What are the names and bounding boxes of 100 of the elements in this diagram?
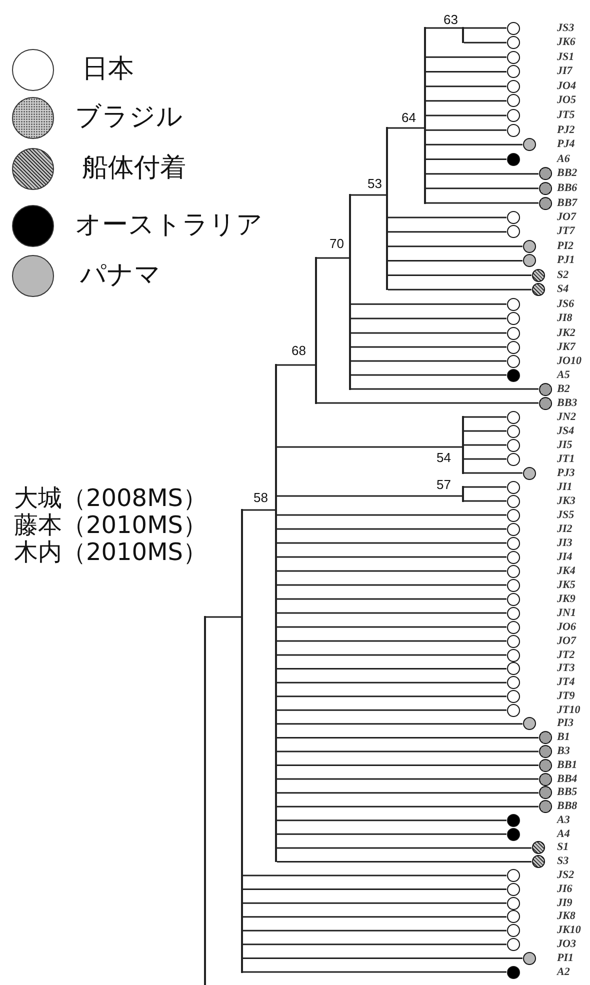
leaf-label: JO7 <box>557 210 576 224</box>
branch-line <box>426 71 506 72</box>
branch-line <box>277 542 506 544</box>
leaf-label: JO3 <box>557 938 576 951</box>
legend-label: オーストラリア <box>75 209 263 241</box>
bootstrap-value: 57 <box>436 476 451 492</box>
leaf-label: JS3 <box>557 22 574 34</box>
leaf-label: BB1 <box>557 758 578 772</box>
branch-line <box>277 612 506 614</box>
leaf-label: A6 <box>557 152 570 166</box>
branch-line <box>243 930 506 932</box>
leaf-label: BB3 <box>557 396 578 410</box>
branch-line <box>277 556 506 558</box>
leaf-label: BB5 <box>557 786 578 800</box>
branch-line <box>426 27 462 29</box>
branch-line <box>388 260 522 262</box>
leaf-label: JK5 <box>557 578 576 592</box>
branch-line <box>277 446 462 448</box>
leaf-label: JO5 <box>557 94 576 108</box>
bootstrap-value: 53 <box>368 176 382 190</box>
branch-line <box>426 56 506 58</box>
leaf-label: JS1 <box>557 50 574 64</box>
bootstrap-value: 64 <box>402 110 416 124</box>
branch-line <box>464 444 506 446</box>
leaf-label: JK7 <box>557 340 576 354</box>
leaf-label: JS2 <box>557 869 574 882</box>
branch-line <box>277 364 315 366</box>
author-note: 藤本（2010MS） <box>14 511 208 539</box>
leaf-label: B2 <box>557 382 570 396</box>
branch-line <box>277 833 506 835</box>
leaf-label: JT7 <box>557 225 575 238</box>
leaf-label: JI8 <box>557 312 572 326</box>
bootstrap-value: 68 <box>292 342 306 358</box>
branch-line <box>351 194 386 196</box>
leaf-label: JK4 <box>557 564 576 578</box>
leaf-label: JS6 <box>557 298 574 311</box>
leaf-label: JN1 <box>557 606 576 620</box>
leaf-label: JI9 <box>557 896 572 910</box>
branch-line <box>464 27 506 29</box>
branch-line <box>277 640 506 642</box>
leaf-label: B3 <box>557 744 570 758</box>
branch-line <box>464 458 506 460</box>
leaf-label: JI5 <box>557 438 572 452</box>
branch-line <box>317 257 349 259</box>
author-note: 大城（2008MS） <box>14 484 208 512</box>
leaf-label: JT9 <box>557 690 575 703</box>
leaf-label: BB4 <box>557 772 578 786</box>
leaf-label: JT3 <box>557 662 575 676</box>
leaf-label: JN2 <box>557 410 576 424</box>
leaf-label: JK10 <box>557 924 581 938</box>
branch-line <box>426 86 506 88</box>
branch-line <box>426 202 538 204</box>
branch-line <box>277 764 538 766</box>
leaf-label: PJ2 <box>557 124 575 137</box>
branch-line <box>277 528 506 530</box>
leaf-label: PI2 <box>557 240 574 253</box>
branch-line <box>277 723 522 725</box>
author-note: 木内（2010MS） <box>14 538 208 566</box>
leaf-label: S2 <box>557 268 569 282</box>
leaf-label: JO6 <box>557 620 576 634</box>
leaf-label: PJ4 <box>557 138 575 152</box>
branch-line <box>277 806 538 808</box>
bootstrap-value: 54 <box>436 450 451 464</box>
leaf-label: JO4 <box>557 80 576 93</box>
branch-line <box>388 246 522 248</box>
leaf-label: A4 <box>557 828 570 841</box>
leaf-label: JI4 <box>557 550 572 564</box>
legend-label: パナマ <box>80 259 161 291</box>
branch-line <box>243 916 506 918</box>
branch-line <box>243 902 506 904</box>
branch-line <box>351 332 506 334</box>
leaf-label: JT2 <box>557 648 575 662</box>
branch-line <box>277 654 506 656</box>
branch-line <box>277 598 506 600</box>
branch-line <box>277 750 538 752</box>
leaf-label: JI3 <box>557 536 572 550</box>
leaf-label: BB7 <box>557 196 578 210</box>
branch-line <box>277 709 506 711</box>
leaf-label: BB8 <box>557 800 578 814</box>
leaf-label: JS5 <box>557 508 574 522</box>
leaf-label: PJ3 <box>557 466 575 480</box>
branch-line <box>277 736 538 738</box>
leaf-label: JK9 <box>557 592 576 606</box>
branch-line <box>277 820 506 822</box>
branch-line <box>277 570 506 572</box>
leaf-label: S3 <box>557 855 569 868</box>
bootstrap-value: 58 <box>254 490 268 504</box>
leaf-label: S1 <box>557 841 569 854</box>
leaf-label: JK3 <box>557 494 576 508</box>
branch-line <box>464 500 506 502</box>
leaf-label: JK2 <box>557 326 576 340</box>
leaf-label: JO7 <box>557 634 576 648</box>
branch-line <box>426 129 506 131</box>
leaf-label: JI2 <box>557 522 572 536</box>
branch-line <box>464 430 506 432</box>
leaf-label: JI7 <box>557 65 572 78</box>
branch-line <box>464 42 506 44</box>
branch-line <box>243 944 506 946</box>
branch-line <box>464 486 506 488</box>
leaf-label: JS4 <box>557 424 574 438</box>
